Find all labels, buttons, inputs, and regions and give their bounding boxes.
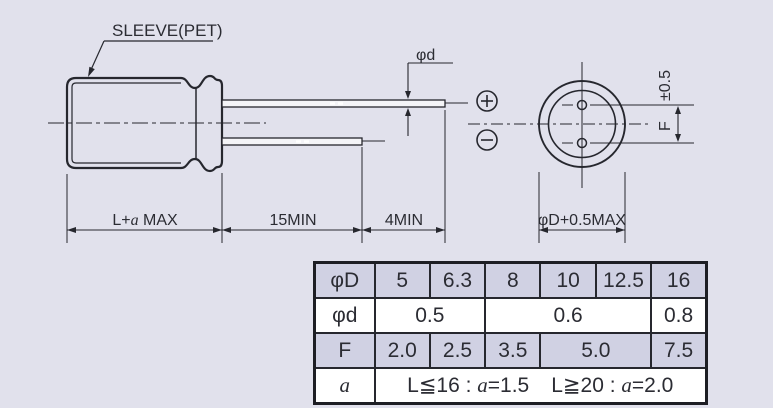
lead-diameter-label: φd (416, 47, 435, 64)
dimension-diagram: SLEEVE(PET) φd (48, 21, 694, 243)
lead-diameter-dimension (405, 62, 453, 136)
cell-F-3_5: 3.5 (484, 332, 542, 369)
body-outline (65, 74, 224, 173)
leader-arrowhead (88, 66, 95, 77)
alpha-note-text: =1.5 (487, 374, 530, 397)
capacitor-end-view (468, 62, 694, 188)
cell-F-5_0: 5.0 (539, 332, 653, 369)
cell-phiD-8: 8 (484, 261, 542, 299)
polarity-minus-icon (476, 129, 498, 151)
row-header-phid: φd (313, 297, 376, 334)
capacitor-body (48, 74, 266, 173)
table-row-diameter: φD 5 6.3 8 10 12.5 16 (313, 261, 708, 299)
dimension-arrowheads (67, 227, 625, 233)
capacitor-leads (221, 99, 468, 146)
cell-phid-0_5: 0.5 (373, 297, 487, 334)
alpha-note-text: =2.0 (631, 374, 674, 397)
polarity-plus-icon (476, 90, 498, 112)
sleeve-label: SLEEVE(PET) (112, 21, 223, 40)
case-diameter-dim-label: φD+0.5MAX (538, 212, 627, 229)
alpha-symbol: a (621, 373, 632, 397)
cell-phiD-12_5: 12.5 (594, 261, 653, 299)
cell-phiD-10: 10 (539, 261, 597, 299)
alpha-note-text: L≦16 : (407, 374, 478, 397)
dimension-spec-table: φD 5 6.3 8 10 12.5 16 φd 0.5 0.6 0.8 F 2… (313, 261, 708, 405)
cell-phiD-6_3: 6.3 (428, 261, 487, 299)
cell-phid-0_8: 0.8 (650, 297, 708, 334)
lead-spacing-label: F (657, 121, 674, 131)
row-header-F: F (313, 332, 376, 369)
lead-min-dim-label: 15MIN (269, 212, 316, 229)
cell-phiD-16: 16 (650, 261, 708, 299)
cell-F-2_5: 2.5 (428, 332, 487, 369)
tip-min-dim-label: 4MIN (385, 212, 423, 229)
row-header-alpha: a (313, 367, 376, 405)
table-row-lead-diameter: φd 0.5 0.6 0.8 (313, 297, 708, 334)
spacing-tolerance-label: ±0.5 (657, 70, 674, 101)
sleeve-leader (88, 40, 213, 77)
lead-negative (221, 137, 363, 146)
alpha-symbol: a (477, 373, 488, 397)
cell-F-7_5: 7.5 (650, 332, 708, 369)
dimension-extension-lines (66, 110, 626, 243)
cell-F-2_0: 2.0 (373, 332, 431, 369)
alpha-note-text: L≧20 : (551, 374, 622, 397)
cell-phiD-5: 5 (373, 261, 431, 299)
row-header-phiD: φD (313, 261, 376, 299)
lead-spacing-dimension (675, 106, 681, 142)
table-row-lead-spacing: F 2.0 2.5 3.5 5.0 7.5 (313, 332, 708, 369)
cell-phid-0_6: 0.6 (484, 297, 653, 334)
body-length-dim-label: L+a MAX (112, 212, 178, 229)
